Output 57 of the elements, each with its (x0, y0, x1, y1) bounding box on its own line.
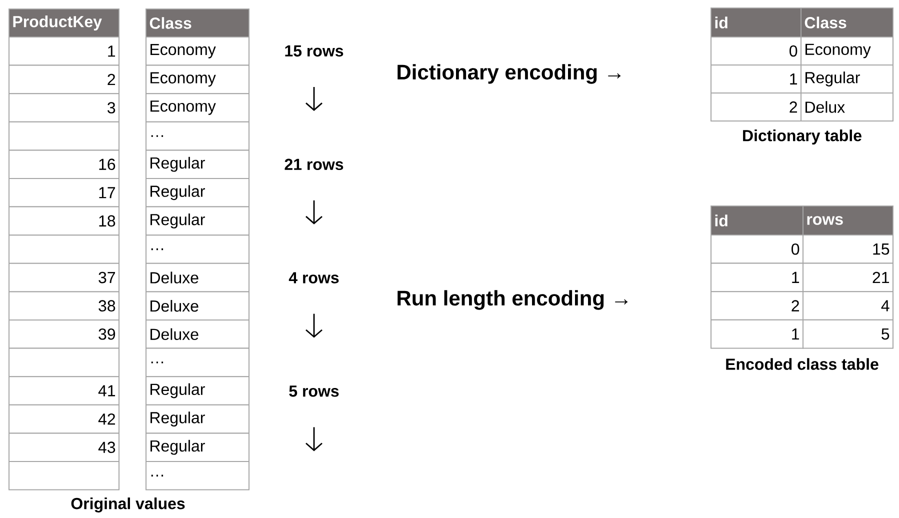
run-count-label: 21 rows (284, 158, 344, 170)
table-caption: Original values (71, 498, 185, 512)
table-cell: … (146, 461, 250, 490)
table-cell: 5 (802, 319, 894, 349)
table-cell: 17 (8, 178, 120, 208)
encoding-heading: Dictionary encoding → (398, 64, 621, 84)
encoding-heading: Run length encoding → (398, 290, 628, 310)
table-cell: 4 (802, 291, 894, 320)
run-count-label: 5 rows (289, 386, 339, 397)
table-cell: Economy (800, 36, 894, 66)
table-cell: 43 (8, 432, 120, 462)
table-cell: 15 (802, 234, 894, 264)
table-cell: Deluxe (146, 320, 250, 349)
table-cell: 37 (8, 262, 120, 292)
table-cell: Regular (800, 64, 894, 94)
table-cell: 16 (8, 150, 120, 179)
table-cell: Delux (800, 92, 894, 122)
header-cell: id (710, 206, 804, 236)
run-count-label: 4 rows (288, 272, 339, 284)
table-cell: 0 (710, 36, 802, 66)
table-cell: Economy (146, 93, 250, 122)
table-cell: Regular (146, 376, 250, 406)
header-cell: Class (146, 8, 250, 38)
table-cell: Regular (146, 404, 250, 434)
table-cell: … (146, 234, 250, 264)
table-cell: 18 (8, 206, 120, 236)
table-cell: Regular (146, 206, 250, 236)
table-cell: 2 (710, 291, 804, 320)
table-cell: 38 (8, 291, 120, 320)
table-cell: Deluxe (146, 262, 250, 292)
table-caption: Encoded class table (726, 358, 878, 370)
table-cell: 1 (710, 64, 802, 94)
table-cell: … (146, 348, 250, 378)
table-cell: 41 (8, 376, 120, 406)
run-count-label: 15 rows (285, 45, 344, 57)
table-cell: 1 (710, 262, 804, 292)
table-cell: Regular (146, 432, 250, 462)
header-cell: rows (802, 206, 894, 236)
table-caption: Dictionary table (743, 130, 862, 144)
table-cell: 2 (710, 92, 802, 122)
table-cell: 1 (8, 36, 120, 66)
table-cell: 0 (710, 234, 804, 264)
table-cell: Regular (146, 150, 250, 179)
header-cell: Class (800, 8, 894, 38)
header-cell: ProductKey (8, 8, 120, 38)
table-cell: 21 (802, 262, 894, 292)
table-cell: 39 (8, 320, 120, 349)
table-cell: 42 (8, 404, 120, 434)
table-cell: … (146, 121, 250, 151)
table-cell: 1 (710, 319, 804, 349)
table-cell: Economy (146, 64, 250, 94)
header-cell: id (710, 8, 802, 38)
table-cell: 3 (8, 93, 120, 122)
table-cell: Regular (146, 178, 250, 208)
table-cell: Economy (146, 36, 250, 66)
table-cell: Deluxe (146, 291, 250, 320)
table-cell: 2 (8, 64, 120, 94)
